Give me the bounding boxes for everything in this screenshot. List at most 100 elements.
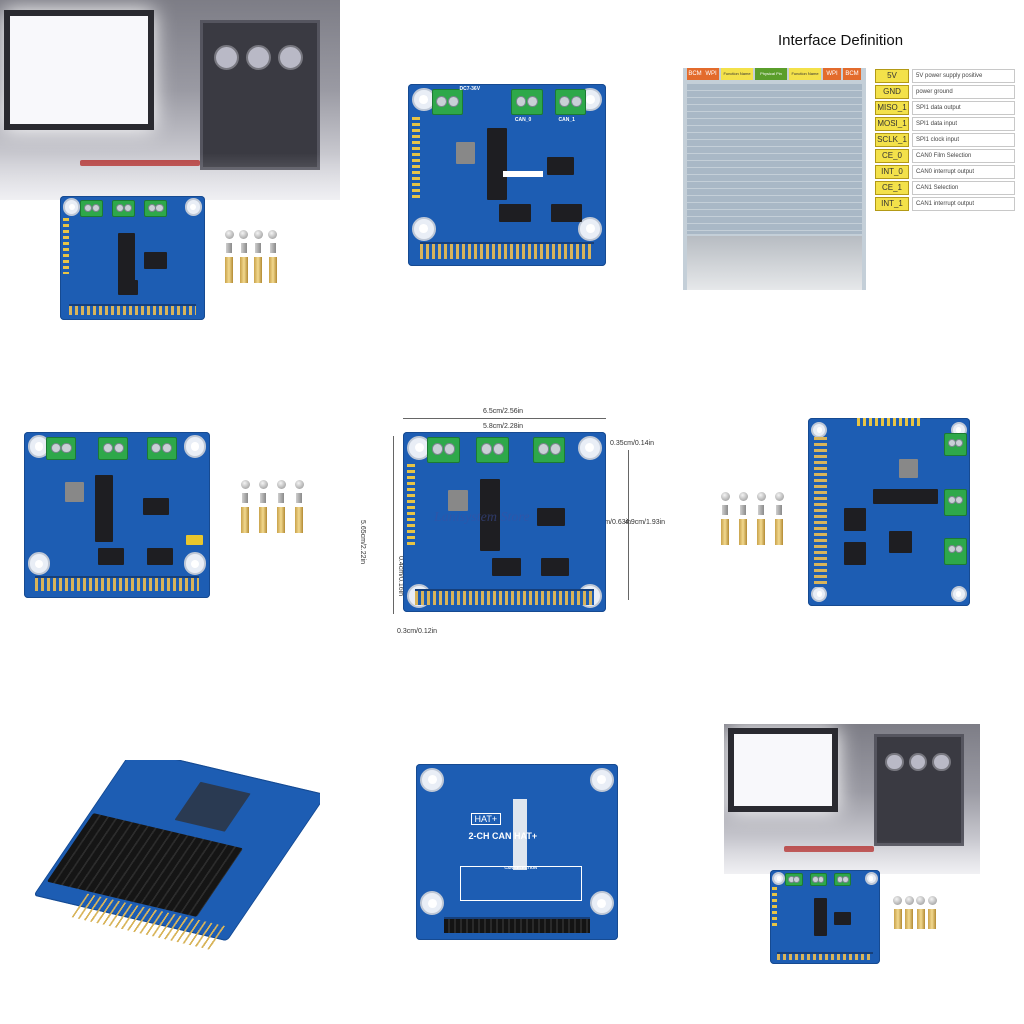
- screw-icon: [927, 896, 937, 905]
- can-hat-back: HAT+ 2-CH CAN HAT+ CAN SELECTION: [416, 764, 618, 940]
- signal-desc: CAN1 interrupt output: [912, 197, 1015, 211]
- pin-header-side: [62, 218, 69, 275]
- chip: [174, 781, 251, 832]
- hardware-kit: [892, 896, 938, 952]
- interface-row: GND power ground: [875, 85, 1015, 99]
- input-label: DC7-36V: [459, 85, 481, 92]
- nut: [240, 243, 247, 253]
- signal-desc: SPI1 data output: [912, 101, 1015, 115]
- dim-height-inner: 4.9cm/1.93in: [625, 519, 666, 526]
- watermark: Lanisystem Store: [434, 510, 530, 525]
- chip: [480, 478, 501, 551]
- terminal-block: [944, 433, 967, 456]
- table-title: CAN SELECTION: [504, 865, 538, 871]
- nut: [242, 493, 248, 503]
- mount-hole: [589, 767, 614, 792]
- pin-header: [776, 951, 874, 961]
- standoff: [739, 519, 747, 545]
- dim-corner-offset: 0.35cm/0.14in: [610, 440, 654, 447]
- terminal-block: [46, 436, 77, 461]
- chip: [118, 233, 136, 283]
- screw-icon: [276, 480, 286, 489]
- signal-desc: SPI1 clock input: [912, 133, 1015, 147]
- func-header-right: Function Name: [789, 68, 821, 80]
- screw-icon: [258, 480, 268, 489]
- physical-pin-header: Physical Pin: [755, 68, 787, 80]
- dim-slot: 1.6cm/0.63in: [591, 519, 632, 526]
- interface-row: MOSI_1 SPI1 data input: [875, 117, 1015, 131]
- mount-hole: [578, 216, 603, 241]
- terminal-block: [112, 199, 136, 218]
- screw-icon: [239, 230, 249, 239]
- nut: [260, 493, 266, 503]
- standoff: [277, 507, 285, 533]
- terminal-block: [510, 89, 543, 115]
- pin-header: [419, 242, 595, 259]
- screw-icon: [738, 492, 748, 501]
- status-led: [185, 534, 203, 545]
- terminal-block: [144, 199, 168, 218]
- fan-icon: [278, 44, 304, 70]
- terminal-block: [80, 199, 104, 218]
- chip: [118, 280, 139, 296]
- screw-icon: [240, 480, 250, 489]
- mount-hole: [420, 891, 445, 916]
- signal-desc: power ground: [912, 85, 1015, 99]
- signal-desc: CAN0 Film Selection: [912, 149, 1015, 163]
- signal-name: SCLK_1: [875, 133, 909, 147]
- dimension-line: [393, 436, 394, 614]
- chip: [833, 912, 852, 926]
- chip: [843, 508, 867, 531]
- mount-hole: [950, 586, 967, 603]
- interface-title: Interface Definition: [778, 32, 904, 49]
- dimension-line: [403, 418, 606, 419]
- screw-icon: [916, 896, 926, 905]
- dim-height-outer: 5.65cm/2.22in: [359, 520, 366, 564]
- nut: [758, 505, 764, 515]
- board-slot: [512, 799, 528, 870]
- mount-hole: [411, 216, 436, 241]
- pinout-diagram: BCM WPI Function Name Physical Pin Funct…: [683, 68, 866, 290]
- pin-header-side: [772, 886, 777, 930]
- chip: [94, 475, 114, 542]
- chip: [64, 481, 84, 502]
- terminal-block: [944, 489, 967, 516]
- signal-desc: CAN0 interrupt output: [912, 165, 1015, 179]
- fan-icon: [908, 752, 928, 772]
- chip: [550, 204, 583, 223]
- wpi-header-right: WPI: [823, 68, 841, 80]
- screw-icon: [253, 230, 263, 239]
- chip: [146, 548, 173, 565]
- hardware-kit: [236, 480, 308, 570]
- signal-name: MISO_1: [875, 101, 909, 115]
- signal-name: GND: [875, 85, 909, 99]
- chip: [872, 489, 938, 505]
- pin-header-side: [407, 464, 416, 546]
- can0-label: CAN_0: [514, 116, 532, 123]
- pin-header: [444, 917, 590, 933]
- standoff: [721, 519, 729, 545]
- screw-icon: [720, 492, 730, 501]
- mount-hole: [811, 421, 828, 438]
- pin-header-top: [856, 418, 922, 426]
- can-hat-dimensioned: [403, 432, 606, 612]
- standoff: [916, 909, 925, 929]
- mount-hole: [27, 552, 51, 575]
- mount-hole: [864, 871, 878, 886]
- interface-row: CE_1 CAN1 Selection: [875, 181, 1015, 195]
- dim-edge-offset: 0.3cm/0.12in: [397, 628, 438, 635]
- can1-label: CAN_1: [558, 116, 575, 123]
- pin-header: [68, 303, 197, 316]
- pin-header: [415, 588, 594, 605]
- standoff: [241, 507, 249, 533]
- standoff: [295, 507, 303, 533]
- can-hat-board: [770, 870, 880, 964]
- product-label: 2-CH CAN HAT+: [468, 830, 538, 841]
- nut: [740, 505, 746, 515]
- signal-name: CE_1: [875, 181, 909, 195]
- wpi-header: WPI: [703, 68, 719, 80]
- interface-row: INT_1 CAN1 interrupt output: [875, 197, 1015, 211]
- fan-icon: [932, 752, 951, 772]
- standoff: [225, 257, 234, 283]
- chip: [492, 558, 521, 576]
